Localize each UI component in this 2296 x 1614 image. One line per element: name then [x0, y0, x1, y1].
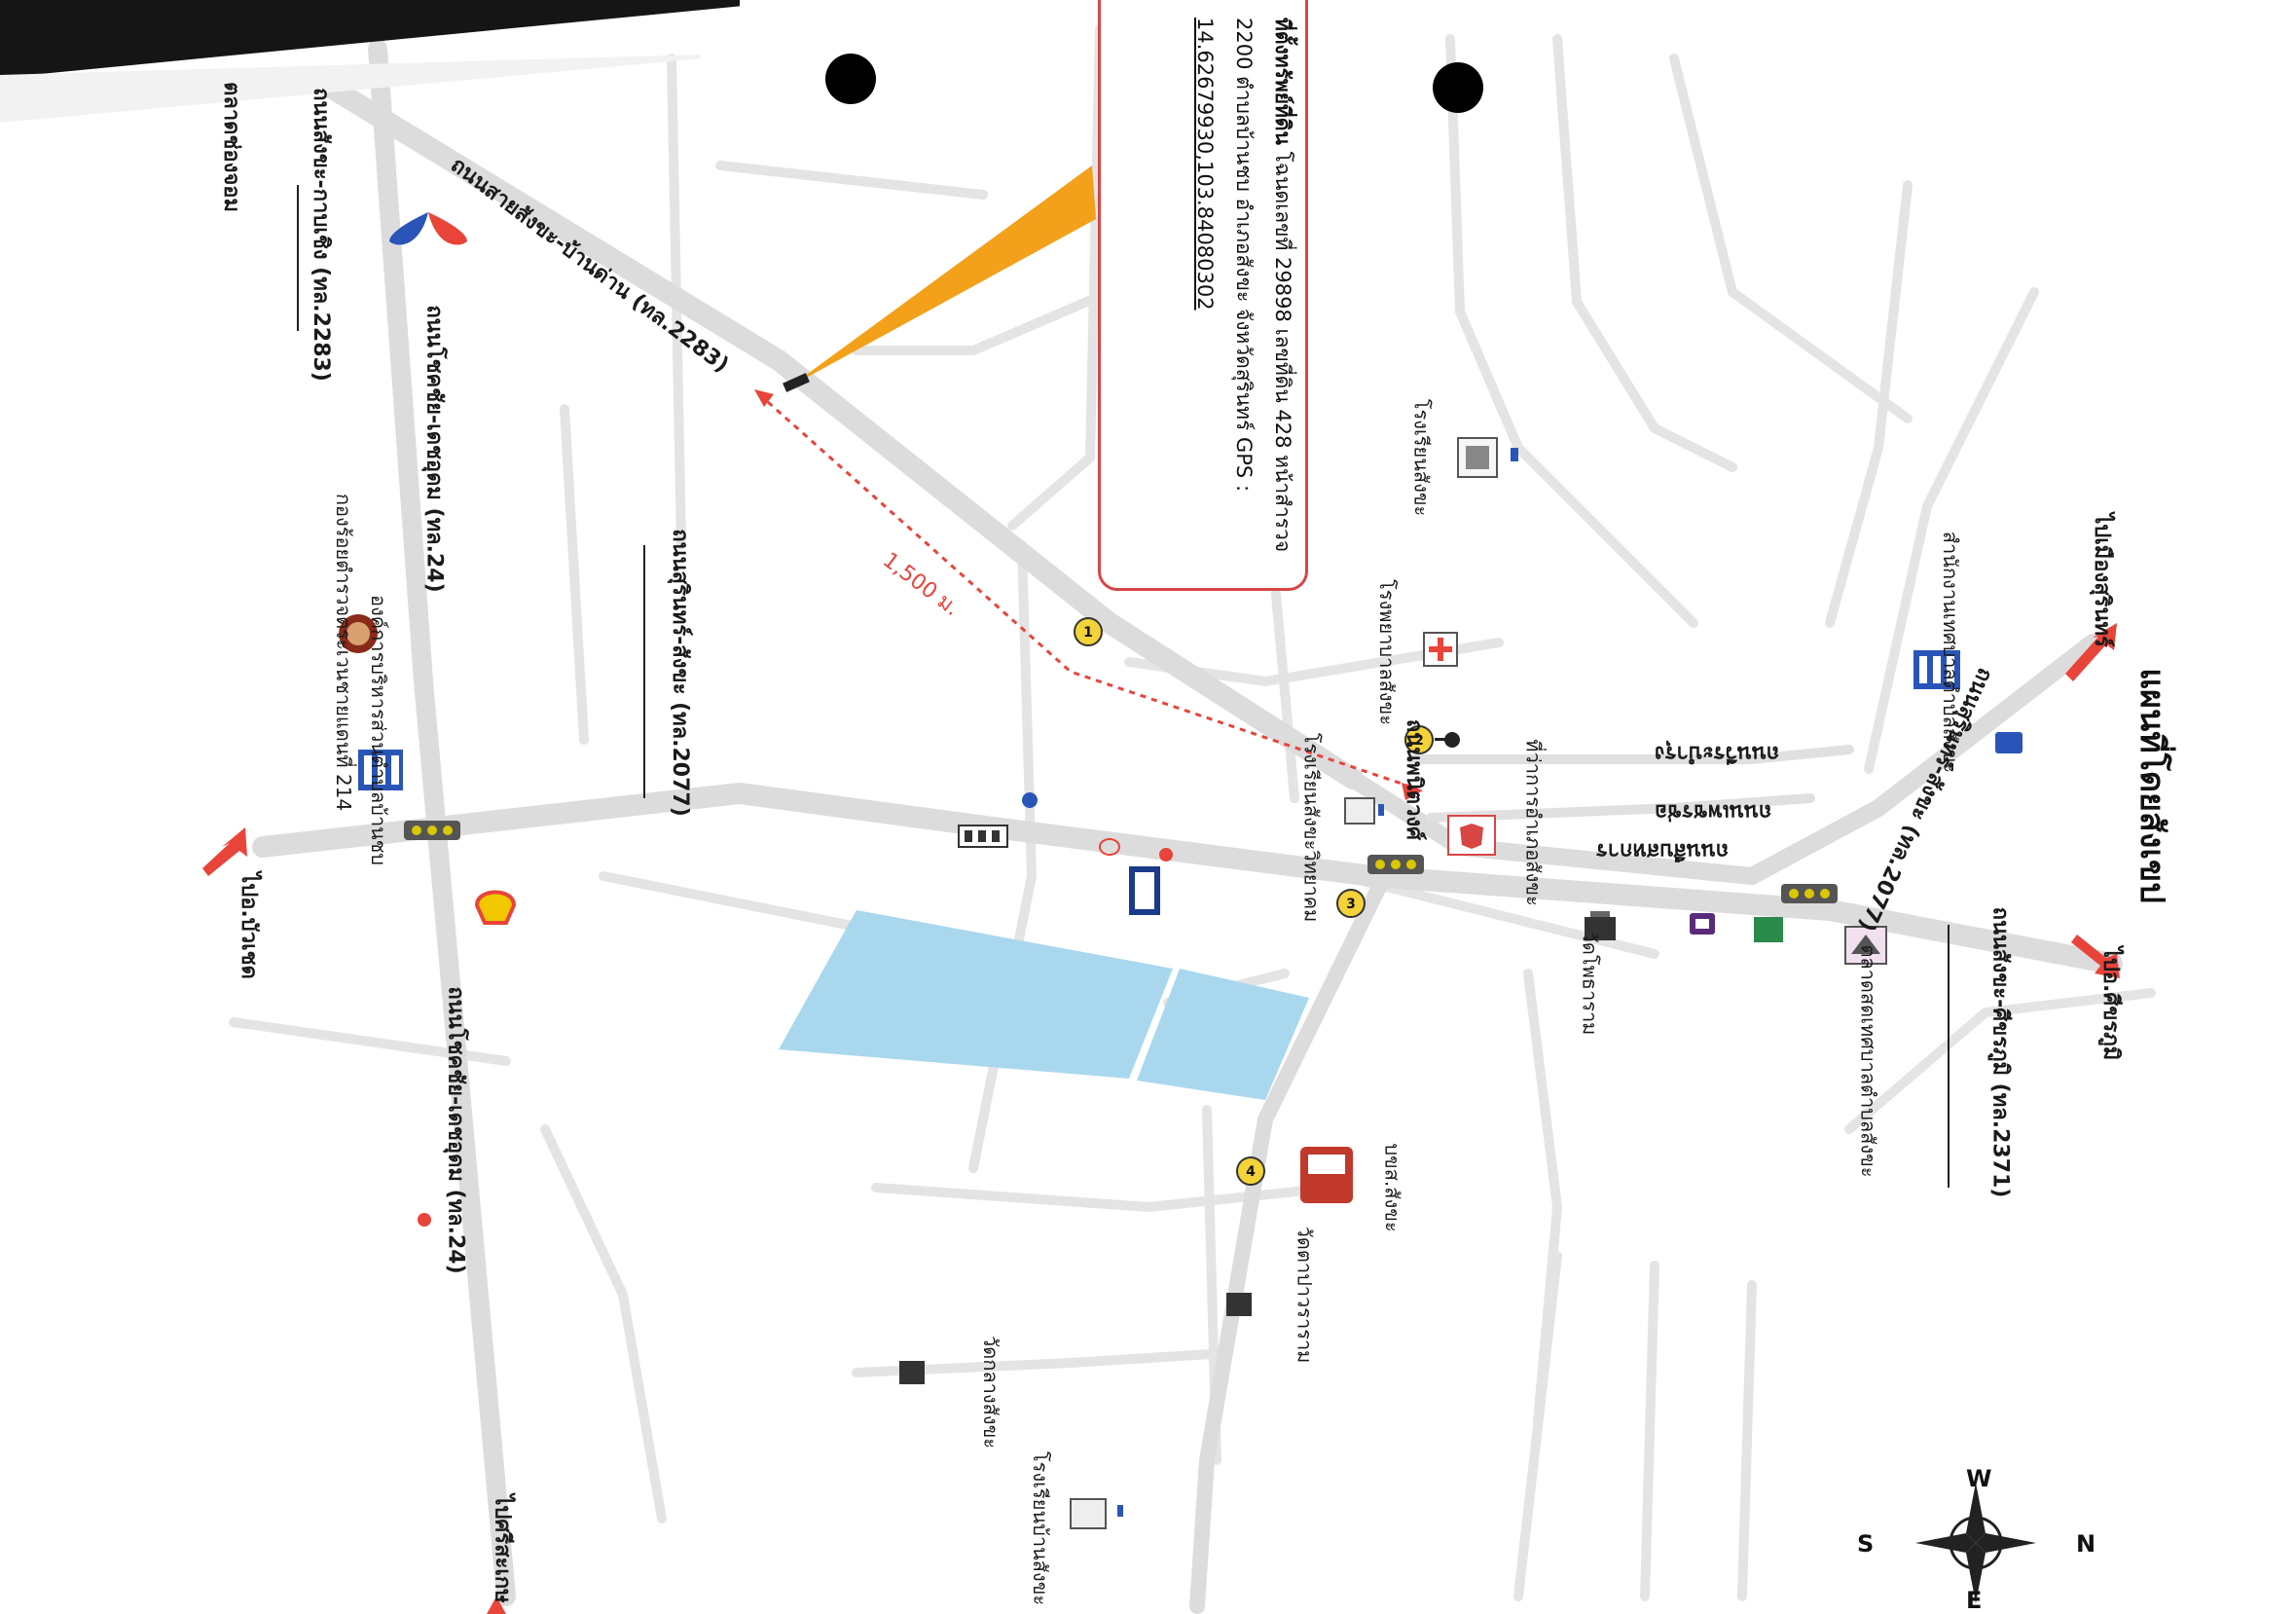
direction-arrows — [202, 623, 2120, 1614]
fuel-small-icon — [1159, 848, 1173, 862]
subject-plot — [779, 910, 1309, 1100]
bus-station-icon — [1300, 1147, 1353, 1203]
gps-value: 14.62679930,103.84080302 — [1193, 18, 1217, 311]
major-roads — [252, 39, 2123, 1614]
temple-icon-2 — [1226, 1293, 1252, 1316]
school-icon-2 — [1344, 797, 1384, 825]
place-label-police: กองร้อยตำรวจตระเวนชายแดนที่ 214 — [332, 493, 356, 812]
place-label-ban-sangkha-school: โรงเรียนบ้านสังขะ — [1029, 1450, 1053, 1606]
store-icon-1 — [1690, 913, 1715, 935]
place-label-witthayakhom: โรงเรียนสังขะวิทยาคม — [1299, 732, 1324, 923]
road-label-phetcho: ถนนเพชรช่อ — [1655, 799, 1772, 824]
marker-1: 1 — [1083, 625, 1093, 641]
tesco-lotus-icon — [1129, 866, 1160, 915]
distance-arrow-a — [754, 389, 774, 407]
place-label-bus-station: บขส.สังขะ — [1380, 1143, 1404, 1232]
info-box — [1098, 0, 1308, 591]
temple-icon-3 — [899, 1361, 925, 1384]
arrow-to-sikhoraphum — [2071, 935, 2120, 978]
map-title: แผนที่โดยสังเขป — [2132, 668, 2171, 903]
dir-label-buachet: ไปอ.บัวเชด — [236, 872, 261, 979]
place-label-municipal: สำนักงานเทศบาลตำบลสังขะ — [1939, 531, 1963, 774]
distance-arrow-b — [1402, 783, 1423, 800]
arrow-to-buachet — [202, 827, 247, 876]
market-icon — [1844, 926, 1887, 965]
road-brackets — [297, 185, 1950, 1188]
place-label-sao: องค์การบริหารส่วนตำบลบ้านชบ — [366, 595, 390, 865]
road-label-24-south: ถนนโชคชัย-เดชอุดม (ทล.24) — [443, 986, 468, 1274]
toyota-icon — [1099, 838, 1120, 856]
marker-3: 3 — [1346, 897, 1356, 912]
hospital-icon — [1423, 632, 1458, 667]
road-label-suepsahakan: ถนนสืบสหการ — [1596, 838, 1730, 862]
bank-icon — [1995, 732, 2023, 753]
compass-rose-icon — [1915, 1483, 2036, 1603]
sao-office-icon — [358, 750, 403, 790]
pin-icon — [1435, 732, 1460, 748]
police-icon — [339, 614, 378, 653]
municipal-office-icon — [1913, 650, 1960, 689]
road-label-24-north: ถนนโชคชัย-เดชอุดม (ทล.24) — [421, 305, 447, 593]
marker-2: 2 — [1414, 733, 1424, 749]
place-label-hospital: โรงพยาบาลสังขะ — [1374, 579, 1399, 725]
district-office-icon — [1447, 815, 1496, 856]
traffic-lights — [404, 821, 1838, 903]
store-icon-2 — [1754, 917, 1783, 942]
ptt-small-icon — [1022, 792, 1038, 808]
place-label-sangkha-school: โรงเรียนสังขะ — [1409, 398, 1434, 517]
road-label-2077-west: ถนนสุรินทร์-สังขะ (ทล.2077) — [667, 529, 692, 817]
numbered-markers: 1 2 3 4 — [1074, 617, 1434, 1186]
compass-w: W — [1966, 1465, 1992, 1492]
dir-label-surin: ไปเมืองสุรินทร์ — [2089, 513, 2114, 647]
landmark-icons — [339, 212, 2023, 1529]
place-label-market: ตลาดสดเทศบาลตำบลสังขะ — [1856, 944, 1880, 1178]
compass-e: E — [1966, 1587, 1983, 1614]
dir-label-chongchom: ตลาดช่องจอม — [218, 82, 243, 212]
school-icon-1 — [1457, 437, 1518, 478]
road-label-2283-kapchoeng: ถนนสังขะ-กาบเชิง (ทล.2283) — [308, 88, 333, 382]
gps-label: GPS : — [1232, 437, 1256, 493]
compass-s: S — [1857, 1530, 1875, 1558]
info-heading: ที่ตั้งทรัพย์ที่ดิน — [1271, 18, 1294, 145]
temple-icon-1 — [1585, 911, 1616, 940]
info-text: ที่ตั้งทรัพย์ที่ดิน โฉนดเลขที่ 29898 เลข… — [1185, 18, 1302, 592]
info-pointer — [783, 165, 1096, 392]
punch-hole-2 — [1433, 62, 1483, 113]
dir-label-sisaket: ไปศรีสะเกษ — [490, 1494, 515, 1603]
dir-label-sikhoraphum: ไปอ.ศีขรภูมิ — [2098, 946, 2124, 1061]
punch-hole-1 — [825, 54, 876, 104]
road-label-phanitwong: ถนนพนิตวงศ์ — [1402, 718, 1427, 841]
arrow-to-surin — [2065, 623, 2117, 681]
shell-icon — [474, 890, 517, 925]
fuel-small-icon-2 — [418, 1213, 431, 1227]
compass-n: N — [2076, 1530, 2096, 1558]
marker-4: 4 — [1246, 1164, 1256, 1180]
place-label-district-office: ที่ว่าการอำเภอสังขะ — [1521, 739, 1546, 906]
road-label-weerabamrung: ถนนวีระบำรุง — [1655, 741, 1780, 765]
hardware-icon — [958, 825, 1008, 848]
road-label-2371: ถนนสังขะ-ศีขรภูมิ (ทล.2371) — [1987, 906, 2013, 1198]
place-label-wat-tapawararam: วัดตาปาวราราม — [1293, 1226, 1317, 1364]
school-icon-3 — [1070, 1498, 1123, 1529]
place-label-wat-klang: วัดกลางสังขะ — [978, 1336, 1002, 1449]
place-label-wat-phothararam: วัดโพธาราม — [1578, 931, 1602, 1036]
arrow-to-sisaket — [487, 1596, 506, 1614]
fuel-drop-icon — [389, 212, 467, 245]
